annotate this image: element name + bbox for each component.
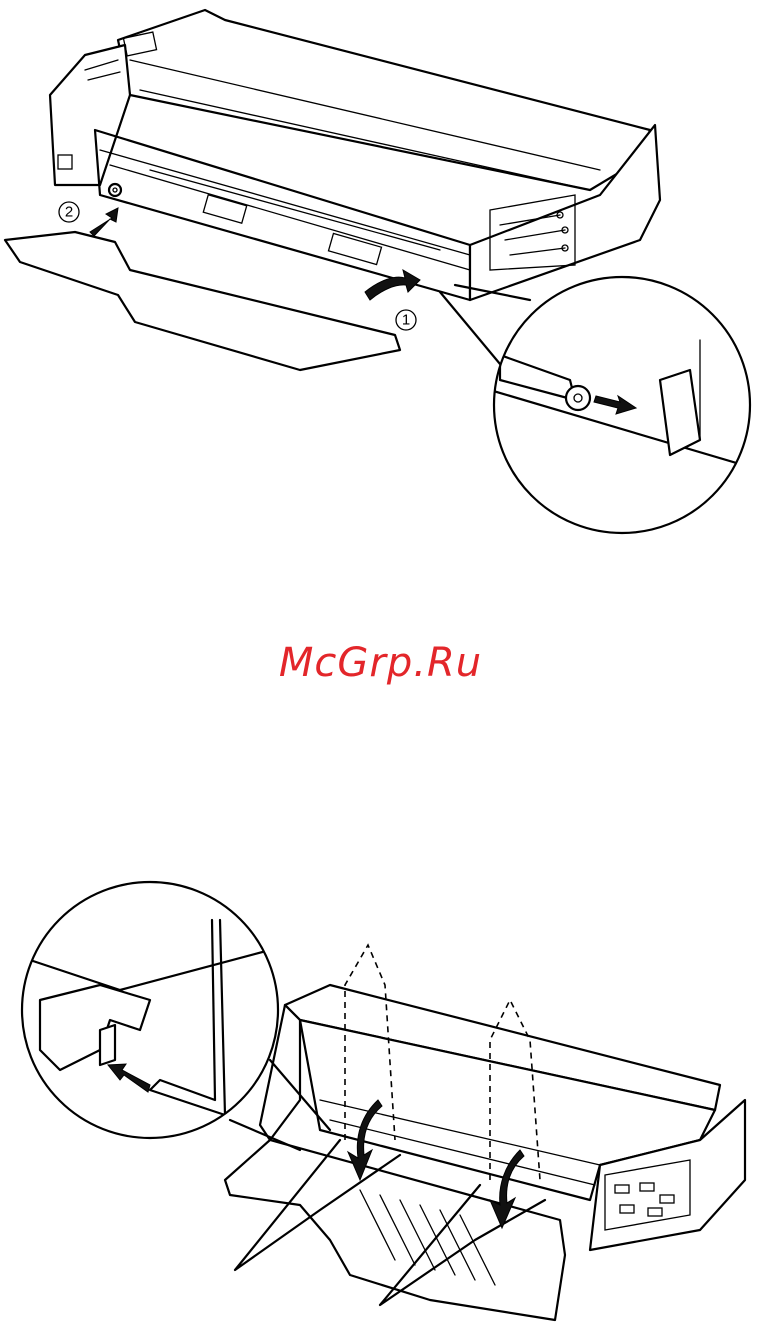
figure-bottom <box>0 0 761 1330</box>
